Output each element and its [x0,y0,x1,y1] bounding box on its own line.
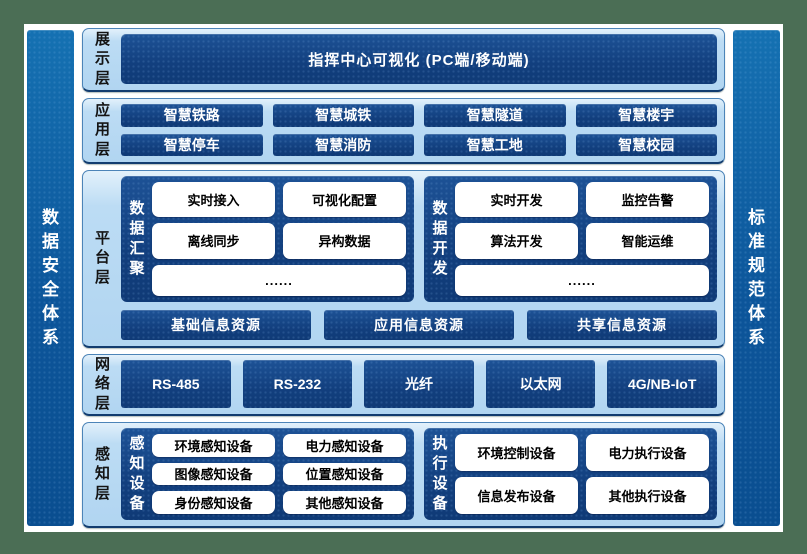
item-power-actuator: 电力执行设备 [586,434,709,471]
app-block-smart-fire: 智慧消防 [272,133,414,156]
item-identity-sensing: 身份感知设备 [152,491,275,514]
app-block-smart-tunnel: 智慧隧道 [424,104,566,127]
item-other-sensing: 其他感知设备 [283,491,406,514]
item-location-sensing: 位置感知设备 [283,462,406,486]
group-data-development-title: 数据开发 [432,200,448,277]
app-block-smart-parking: 智慧停车 [121,133,263,156]
group-data-development: 数据开发 实时开发 监控告警 算法开发 智能运维 ...... [424,176,717,302]
item-power-sensing: 电力感知设备 [283,434,406,457]
item-image-sensing: 图像感知设备 [152,462,275,486]
diagram-canvas: 数据安全体系 展示层 指挥中心可视化 (PC端/移动端) 应用层 智慧铁路 智慧… [24,24,783,532]
layer-perception-label: 感知层 [94,445,110,502]
layer-presentation: 展示层 指挥中心可视化 (PC端/移动端) [82,28,725,92]
item-hetero-data: 异构数据 [283,223,406,259]
group-actuator-devices-title: 执行设备 [432,435,448,512]
net-block-4g-nbiot: 4G/NB-IoT [607,360,717,408]
layer-network: 网络层 RS-485 RS-232 光纤 以太网 4G/NB-IoT [82,354,725,416]
command-center-banner: 指挥中心可视化 (PC端/移动端) [121,34,717,84]
layer-stack: 展示层 指挥中心可视化 (PC端/移动端) 应用层 智慧铁路 智慧城铁 智慧隧道… [82,28,725,528]
layer-platform: 平台层 数据汇聚 实时接入 可视化配置 离线同步 异构数据 ...... [82,170,725,348]
app-block-smart-metro: 智慧城铁 [272,104,414,127]
group-data-aggregation: 数据汇聚 实时接入 可视化配置 离线同步 异构数据 ...... [121,176,414,302]
item-env-sensing: 环境感知设备 [152,434,275,457]
resource-shared-info: 共享信息资源 [527,310,717,340]
item-offline-sync: 离线同步 [152,223,275,259]
item-development-more: ...... [455,264,709,296]
item-other-actuator: 其他执行设备 [586,477,709,514]
app-block-smart-railway: 智慧铁路 [121,104,263,127]
item-realtime-dev: 实时开发 [455,182,578,218]
resource-app-info: 应用信息资源 [324,310,514,340]
layer-platform-label: 平台层 [94,229,110,286]
app-block-smart-campus: 智慧校园 [575,133,717,156]
item-info-publish: 信息发布设备 [455,477,578,514]
net-block-rs485: RS-485 [121,360,231,408]
group-sensing-devices-title: 感知设备 [129,435,145,512]
item-monitor-alert: 监控告警 [586,182,709,218]
item-realtime-access: 实时接入 [152,182,275,218]
layer-application-label: 应用层 [94,101,110,158]
app-block-smart-site: 智慧工地 [424,133,566,156]
layer-application: 应用层 智慧铁路 智慧城铁 智慧隧道 智慧楼宇 智慧停车 智慧消防 智慧工地 智… [82,98,725,164]
group-actuator-devices: 执行设备 环境控制设备 电力执行设备 信息发布设备 其他执行设备 [424,428,717,520]
layer-perception: 感知层 感知设备 环境感知设备 电力感知设备 图像感知设备 位置感知设备 身份感… [82,422,725,528]
pillar-standards-label: 标准规范体系 [747,207,765,348]
group-data-aggregation-title: 数据汇聚 [129,200,145,277]
group-sensing-devices: 感知设备 环境感知设备 电力感知设备 图像感知设备 位置感知设备 身份感知设备 … [121,428,414,520]
pillar-data-security-label: 数据安全体系 [41,207,59,348]
app-block-smart-building: 智慧楼宇 [575,104,717,127]
pillar-data-security: 数据安全体系 [27,30,74,526]
item-smart-ops: 智能运维 [586,223,709,259]
item-algorithm-dev: 算法开发 [455,223,578,259]
item-env-control: 环境控制设备 [455,434,578,471]
net-block-ethernet: 以太网 [485,360,596,408]
item-visual-config: 可视化配置 [283,182,406,218]
layer-presentation-label: 展示层 [94,30,110,87]
item-aggregation-more: ...... [152,264,406,296]
net-block-fiber: 光纤 [364,360,474,408]
pillar-standards: 标准规范体系 [733,30,780,526]
layer-network-label: 网络层 [94,355,110,412]
net-block-rs232: RS-232 [242,360,353,408]
resource-basic-info: 基础信息资源 [121,310,311,340]
